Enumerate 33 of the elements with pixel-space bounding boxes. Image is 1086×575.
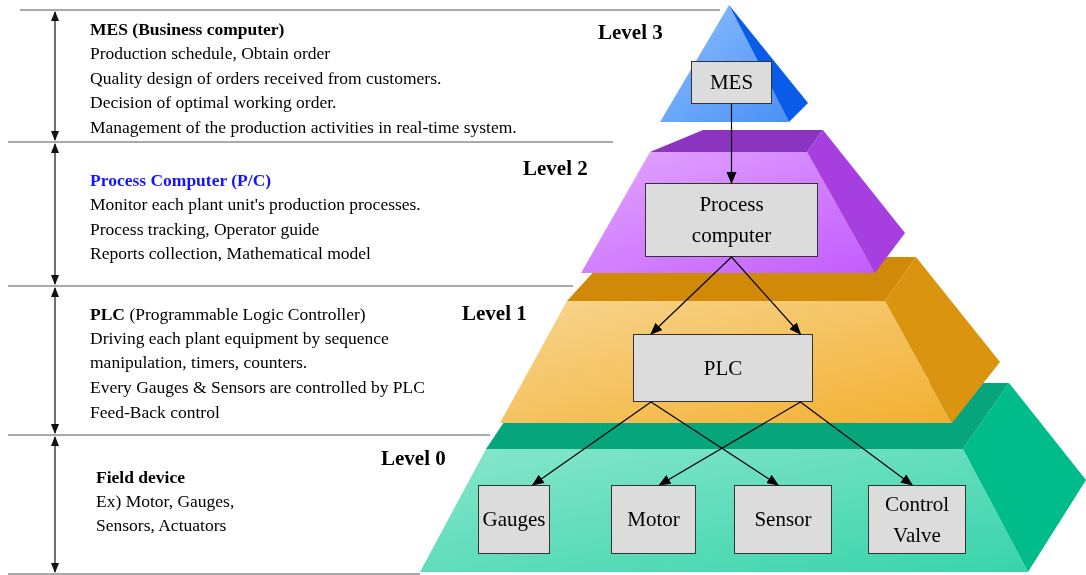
level-label: Level 3: [598, 22, 663, 43]
level-label: Level 1: [462, 303, 527, 324]
description-text: Quality design of orders received from customers.: [90, 67, 442, 90]
arrow: [650, 256, 733, 335]
description-text: PLC (Programmable Logic Controller): [90, 303, 366, 326]
description-text: Decision of optimal working order.: [90, 91, 337, 114]
arrow: [531, 401, 652, 486]
description-text: Driving each plant equipment by sequence manipulation, timers, counters.: [90, 327, 390, 374]
description-text: Reports collection, Mathematical model: [90, 242, 371, 265]
arrow: [650, 401, 779, 486]
arrow: [730, 256, 802, 335]
process-box: Process computer: [645, 183, 818, 257]
process-box: MES: [691, 61, 772, 104]
description-text: Process tracking, Operator guide: [90, 218, 320, 241]
process-box: Motor: [611, 485, 696, 554]
description-text: Ex) Motor, Gauges, Sensors, Actuators: [96, 490, 236, 537]
arrow: [799, 401, 913, 486]
level-label: Level 2: [523, 158, 588, 179]
description-text: MES (Business computer): [90, 18, 285, 41]
level-label: Level 0: [381, 448, 446, 469]
process-box: Gauges: [478, 485, 550, 554]
description-text: Management of the production activities in real-time system.: [90, 116, 517, 139]
arrow: [726, 103, 737, 184]
process-box: Control Valve: [868, 485, 966, 554]
process-box: PLC: [633, 334, 813, 402]
description-text: Field device: [96, 466, 185, 489]
description-text: Every Gauges & Sensors are controlled by PLC: [90, 376, 425, 399]
description-text: Monitor each plant unit's production processes.: [90, 193, 421, 216]
description-text: Process Computer (P/C): [90, 169, 272, 192]
description-text: Production schedule, Obtain order: [90, 42, 331, 65]
process-box: Sensor: [734, 485, 832, 554]
description-text: Feed-Back control: [90, 401, 220, 424]
arrow: [658, 401, 801, 486]
